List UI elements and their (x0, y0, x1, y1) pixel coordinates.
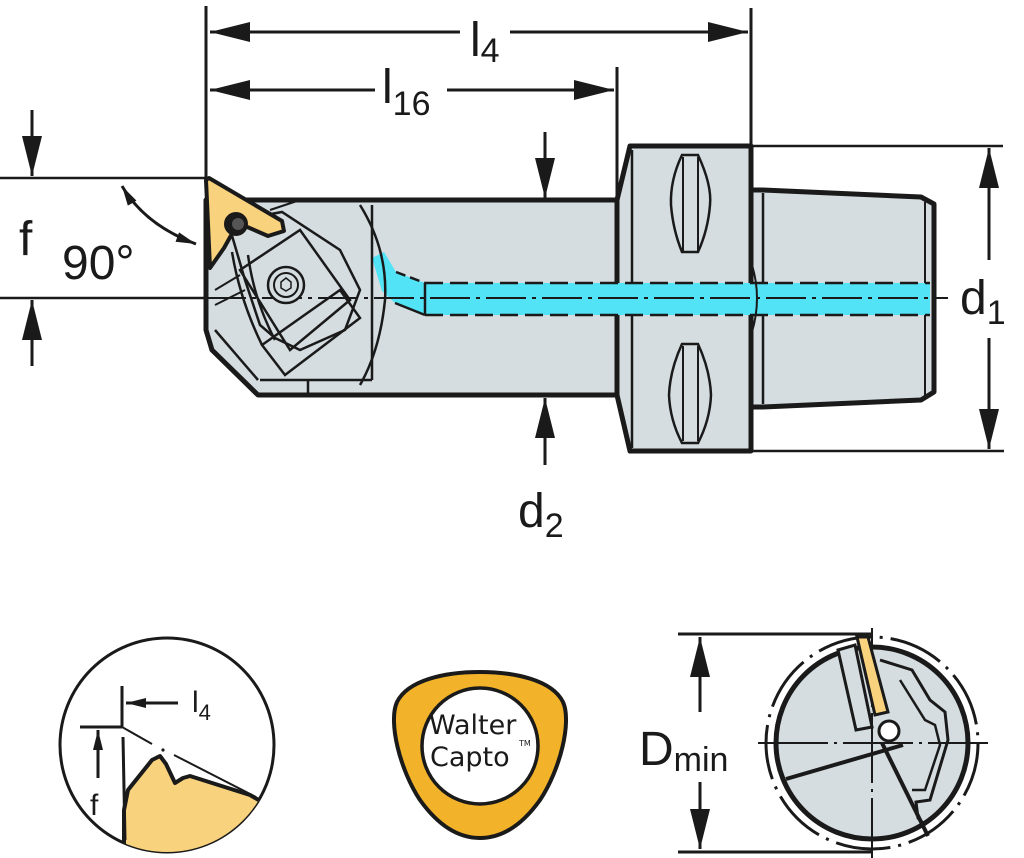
insert-hole-inner (232, 218, 244, 230)
angle-arc-90 (120, 185, 197, 246)
detail-extension-vertical-lower (121, 736, 127, 841)
walter-capto-logo: Walter Capto TM (392, 669, 568, 841)
logo-inner-circle (420, 686, 540, 806)
flange-slot-bottom (667, 342, 713, 445)
detail-tangent-line (121, 726, 153, 745)
side-view: l4 l16 f 90° (0, 6, 1006, 545)
end-view-screw (877, 719, 901, 743)
end-view-flat-line (785, 743, 904, 781)
end-view-insert-seat (836, 643, 874, 732)
end-view-cartridge-edge (880, 742, 930, 837)
label-dmin: Dmin (639, 723, 728, 779)
logo-trademark: TM (518, 739, 531, 748)
detail-tangent-line-2 (173, 754, 257, 798)
end-view-cartridge-inner (898, 679, 942, 792)
label-l16: l16 (382, 61, 431, 123)
detail-point (161, 748, 165, 752)
logo-text-capto: Capto (430, 742, 510, 773)
logo-text-walter: Walter (429, 710, 517, 741)
end-view-insert (855, 635, 890, 717)
label-angle: 90° (62, 237, 135, 290)
label-d1: d1 (960, 272, 1006, 332)
label-f: f (19, 213, 33, 266)
label-d2: d2 (518, 485, 564, 545)
end-view: Dmin (639, 628, 988, 858)
label-l4: l4 (470, 14, 500, 70)
insert-tip-detail-view: l4 f (58, 636, 276, 854)
clamp-screw-icon (266, 265, 306, 305)
coolant-channel (372, 252, 930, 333)
detail-label-l4: l4 (192, 686, 211, 725)
insert-cartridge (214, 199, 387, 393)
flange-slot-top (669, 153, 712, 254)
detail-label-f: f (90, 789, 99, 822)
